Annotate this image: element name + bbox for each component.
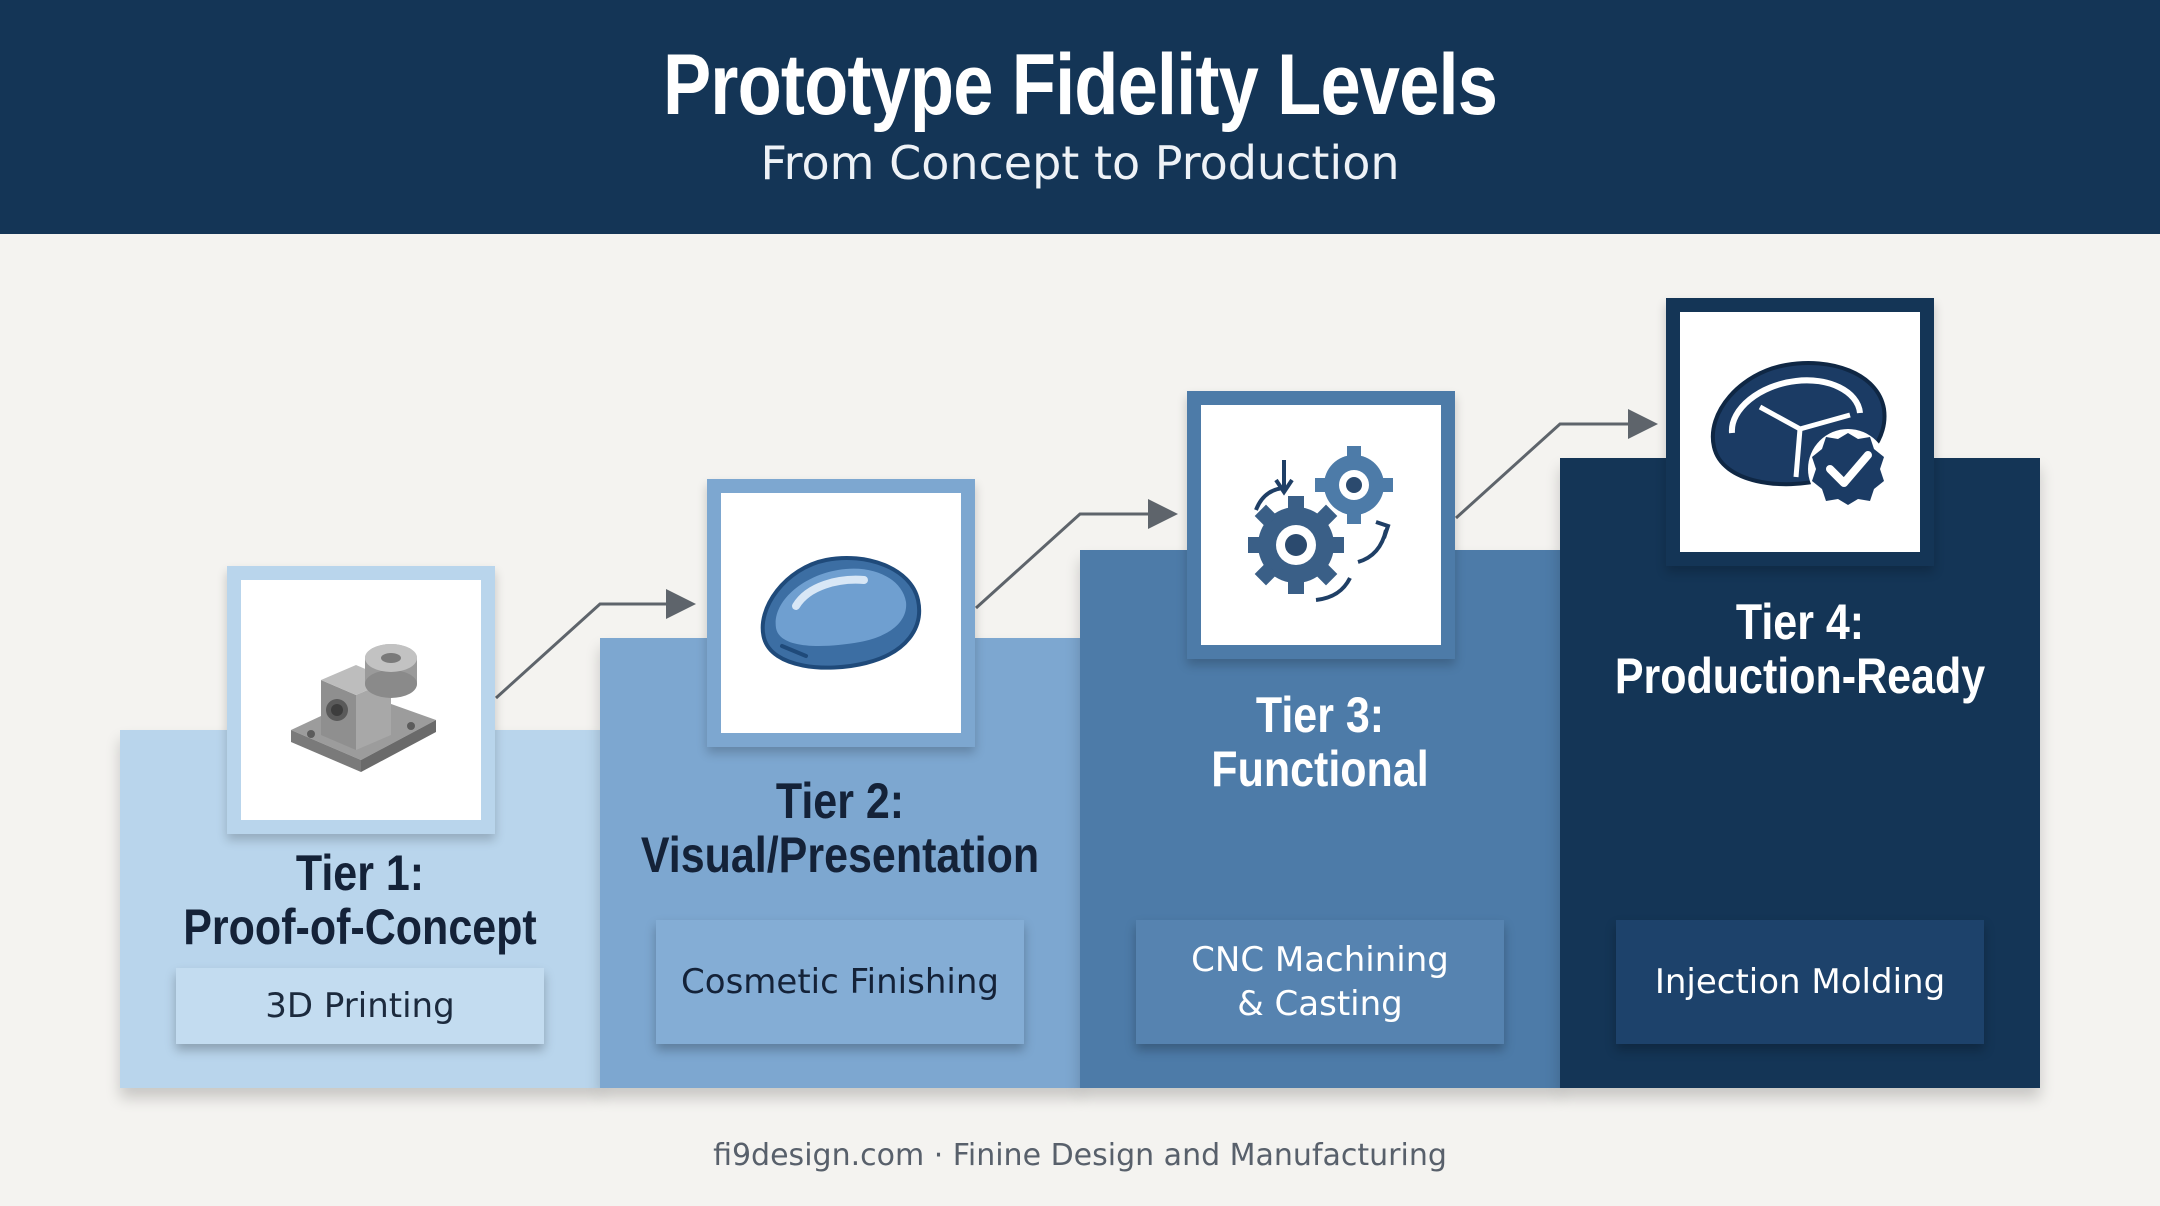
arrow-tier1-to-tier2 (494, 589, 696, 700)
tier-4-icon-card (1666, 298, 1934, 566)
tier-3-name: Functional (1211, 741, 1429, 797)
tier-4-name: Production-Ready (1614, 648, 1986, 704)
tier-1-name: Proof-of-Concept (183, 899, 537, 955)
tier-2-method-label: Cosmetic Finishing (681, 962, 999, 1002)
page-subtitle: From Concept to Production (760, 136, 1400, 190)
tier-3-icon-card (1187, 391, 1455, 659)
header-banner: Prototype Fidelity Levels From Concept t… (0, 0, 2160, 234)
3d-printed-part-icon (291, 644, 436, 772)
tier-2-name: Visual/Presentation (640, 827, 1040, 883)
gears-icon (1248, 446, 1393, 602)
tier-4-method-label: Injection Molding (1654, 962, 1946, 1002)
shell-with-checkmark-icon (1710, 360, 1888, 509)
tier-3-method-line1: CNC Machining (1191, 940, 1449, 980)
tier-3-title: Tier 3: Functional (1114, 688, 1527, 796)
tier-1-method: 3D Printing (176, 968, 544, 1044)
tier-2-label: Tier 2: (775, 773, 905, 829)
glossy-shell-icon (760, 555, 922, 670)
tier-3-method: CNC Machining & Casting (1136, 920, 1504, 1044)
tier-4-label: Tier 4: (1735, 594, 1865, 650)
tier-4-method: Injection Molding (1616, 920, 1984, 1044)
tier-2-title: Tier 2: Visual/Presentation (634, 774, 1047, 882)
arrow-tier3-to-tier4 (1454, 409, 1658, 520)
arrow-tier2-to-tier3 (974, 499, 1178, 610)
tier-2-method: Cosmetic Finishing (656, 920, 1024, 1044)
footer-credit: fi9design.com · Finine Design and Manufa… (713, 1138, 1447, 1173)
tier-3-method-line2: & Casting (1237, 984, 1403, 1024)
tier-1-title: Tier 1: Proof-of-Concept (154, 846, 567, 954)
tier-1-method-label: 3D Printing (265, 986, 455, 1026)
tier-1-icon-card (227, 566, 495, 834)
tier-3-label: Tier 3: (1255, 687, 1385, 743)
page-title: Prototype Fidelity Levels (662, 37, 1498, 133)
tier-4-title: Tier 4: Production-Ready (1594, 595, 2007, 703)
tier-1-label: Tier 1: (295, 845, 425, 901)
tier-2-icon-card (707, 479, 975, 747)
